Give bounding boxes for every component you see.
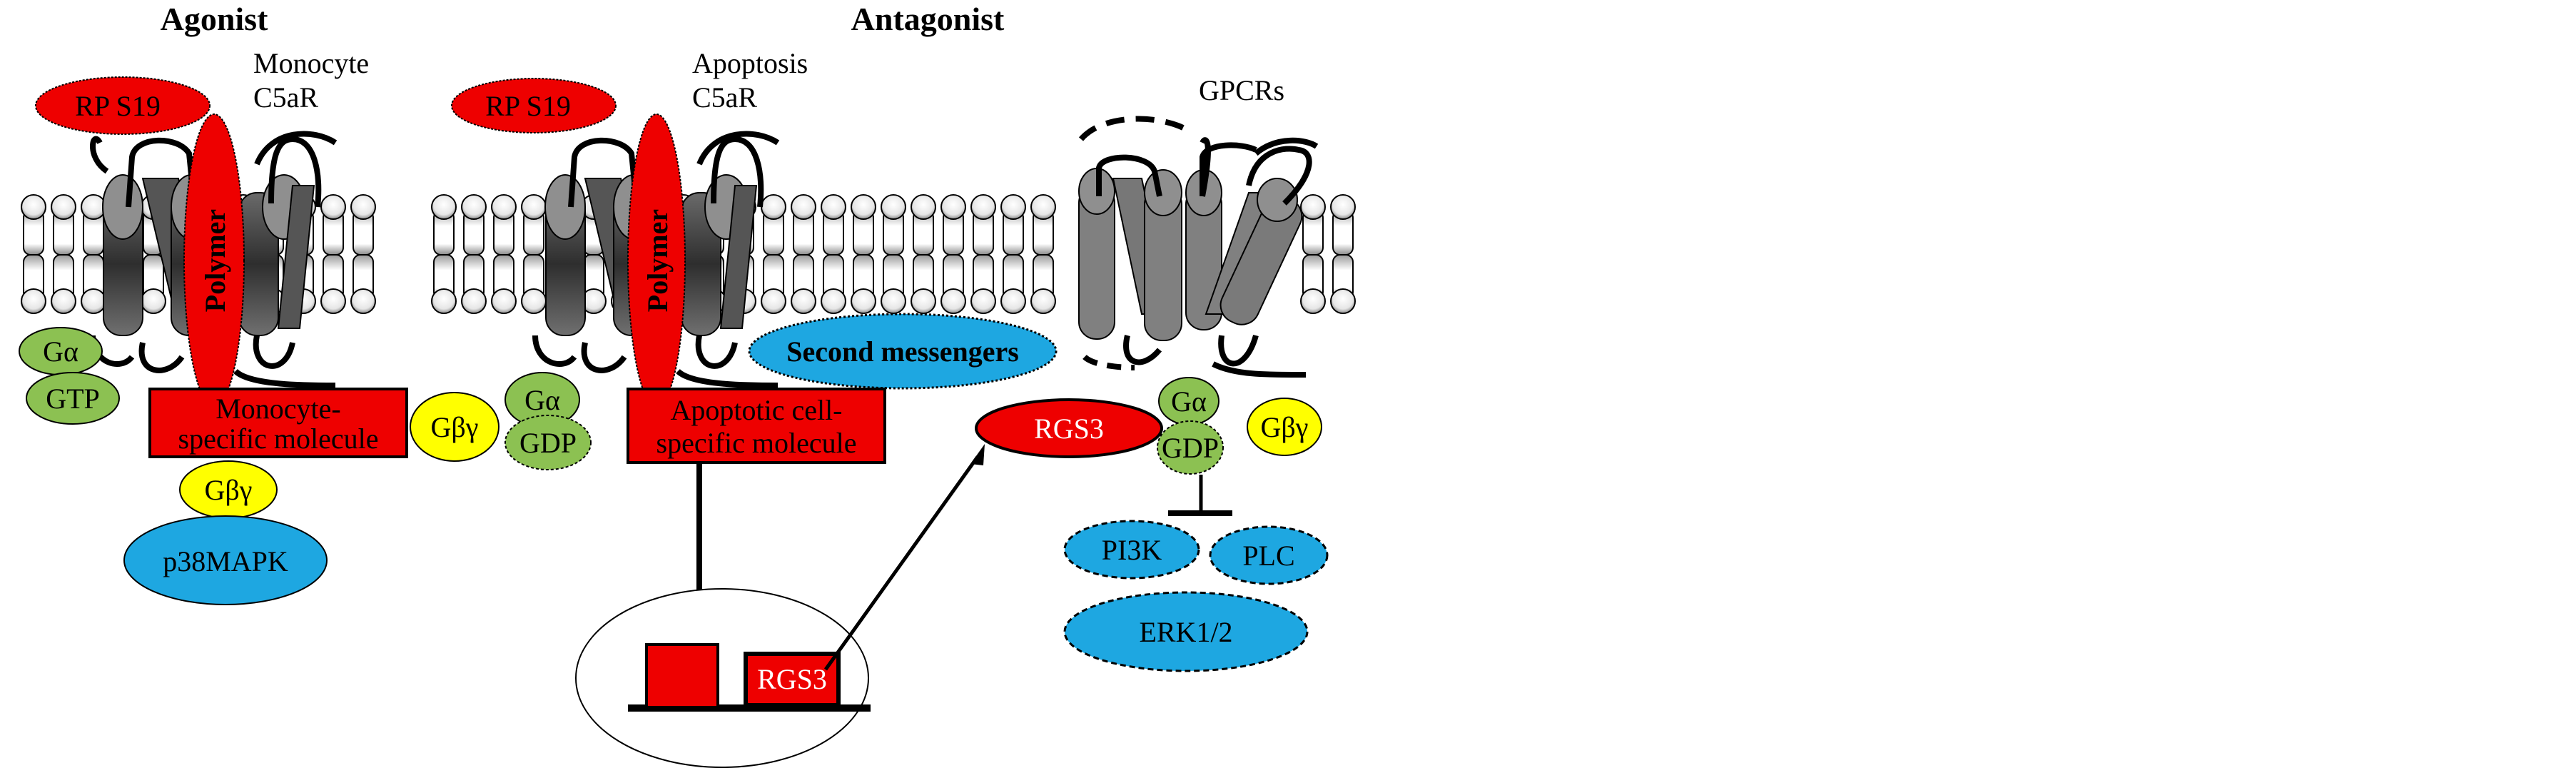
rgs3-expression-arrow-head — [970, 444, 985, 465]
phospholipid — [521, 194, 547, 314]
phospholipid — [851, 194, 876, 314]
phospholipid — [791, 194, 816, 314]
rgs3-expression-arrow — [823, 455, 980, 671]
rgs3-gene — [744, 652, 841, 707]
gtp-label: GTP — [46, 383, 100, 415]
g-beta-gamma-label-antagonist: Gβγ — [431, 411, 479, 443]
phospholipid — [461, 194, 487, 314]
gpcr-panel: GPCRs Gα GDP Gβγ — [1063, 74, 1329, 672]
p38mapk-label: p38MAPK — [163, 545, 288, 577]
apoptosis-c5ar-label-line1: Apoptosis — [692, 47, 808, 79]
gpcr-extracellular-loop-dashed — [1078, 116, 1186, 141]
plc — [1209, 525, 1329, 585]
phospholipid — [1030, 194, 1056, 314]
pi3k — [1063, 520, 1200, 580]
promoter-element — [645, 643, 719, 709]
second-messengers-label: Second messengers — [786, 335, 1019, 368]
nucleus — [575, 588, 869, 768]
erk1-2-label: ERK1/2 — [1139, 616, 1232, 648]
phospholipid — [911, 194, 936, 314]
erk1-2 — [1063, 591, 1309, 672]
rps19-ligand-antagonist — [451, 78, 617, 133]
rgs3-protein-label: RGS3 — [1034, 413, 1104, 445]
rgs3-protein — [975, 398, 1163, 458]
rps19-ligand-agonist — [35, 76, 211, 135]
monocyte-c5ar-label-line2: C5aR — [253, 81, 318, 113]
antagonist-panel: Apoptosis C5aR RP S19 Polymer Second mes… — [410, 47, 1163, 768]
gdp-antagonist — [504, 415, 592, 470]
polymer-antagonist — [627, 113, 686, 408]
rps19-label-antagonist: RP S19 — [485, 90, 571, 122]
g-beta-gamma-label-gpcr: Gβγ — [1261, 411, 1309, 443]
phospholipid — [940, 194, 966, 314]
phospholipid — [431, 194, 457, 314]
phospholipid — [350, 194, 376, 314]
phospholipid — [1000, 194, 1026, 314]
phospholipid — [821, 194, 846, 314]
phospholipid — [491, 194, 517, 314]
gdp-gpcr — [1157, 420, 1224, 475]
phospholipid — [21, 194, 46, 314]
apoptotic-molecule-line1: Apoptotic cell- — [670, 394, 842, 426]
gdp-label-antagonist: GDP — [519, 427, 577, 459]
phospholipid — [881, 194, 906, 314]
gpcrs-label: GPCRs — [1199, 74, 1284, 106]
phospholipid — [320, 194, 346, 314]
agonist-title: Agonist — [161, 1, 268, 37]
polymer-label-agonist: Polymer — [199, 209, 231, 312]
helix-5 — [277, 185, 315, 329]
monocyte-specific-molecule-line2: specific molecule — [178, 423, 379, 455]
monocyte-specific-molecule-line1: Monocyte- — [215, 393, 341, 425]
gpcr-receptor — [1078, 137, 1319, 378]
g-alpha-label-antagonist: Gα — [524, 384, 560, 416]
g-alpha-label-gpcr: Gα — [1171, 385, 1207, 418]
g-beta-gamma-antagonist — [410, 392, 500, 462]
helix-5 — [719, 185, 758, 329]
rps19-label-agonist: RP S19 — [75, 90, 161, 122]
phospholipid — [1330, 194, 1356, 314]
apoptotic-molecule-line2: specific molecule — [656, 427, 857, 459]
monocyte-c5ar-label-line1: Monocyte — [253, 47, 369, 79]
gdp-label-gpcr: GDP — [1162, 432, 1219, 464]
phospholipid — [970, 194, 996, 314]
agonist-panel: Monocyte C5aR RP S19 Polymer Gα — [19, 47, 408, 605]
second-messengers — [748, 313, 1058, 390]
apoptotic-cell-specific-molecule — [627, 388, 886, 464]
rgs3-gene-label: RGS3 — [757, 663, 827, 695]
antagonist-title: Antagonist — [851, 1, 1005, 37]
plc-label: PLC — [1242, 540, 1294, 572]
polymer-label-antagonist: Polymer — [642, 209, 674, 312]
g-beta-gamma-label-agonist: Gβγ — [205, 474, 253, 506]
p38mapk — [123, 515, 328, 605]
pi3k-label: PI3K — [1102, 534, 1162, 566]
phospholipid — [81, 194, 106, 314]
gtp-agonist — [26, 372, 120, 425]
monocyte-specific-molecule — [148, 388, 408, 458]
phospholipid — [51, 194, 76, 314]
apoptosis-c5ar-label-line2: C5aR — [692, 81, 757, 113]
phospholipid — [761, 194, 786, 314]
g-beta-gamma-gpcr — [1247, 398, 1322, 456]
phospholipid — [1300, 194, 1326, 314]
g-alpha-label-agonist: Gα — [43, 335, 78, 368]
